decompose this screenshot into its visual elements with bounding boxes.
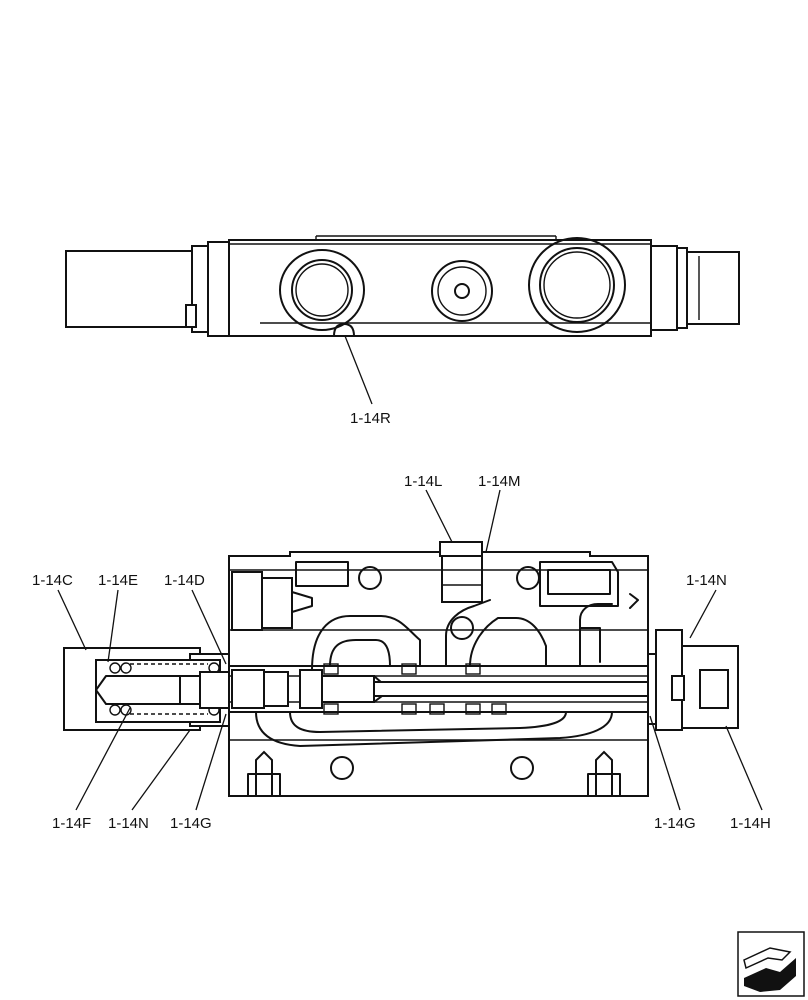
leader-lines [57, 489, 763, 811]
label-1-14n-right: 1-14N [686, 572, 727, 589]
label-1-14g-right: 1-14G [654, 815, 696, 832]
label-1-14h: 1-14H [730, 815, 771, 832]
label-1-14r: 1-14R [350, 410, 391, 427]
label-1-14c: 1-14C [32, 572, 73, 589]
label-1-14n-bottom: 1-14N [108, 815, 149, 832]
label-1-14l: 1-14L [404, 473, 442, 490]
label-1-14g-left: 1-14G [170, 815, 212, 832]
valve-top-view [65, 235, 740, 405]
next-page-arrow-icon[interactable] [737, 931, 805, 997]
valve-section-view [63, 541, 739, 797]
label-1-14d: 1-14D [164, 572, 205, 589]
label-1-14f: 1-14F [52, 815, 91, 832]
label-1-14m: 1-14M [478, 473, 521, 490]
label-1-14e: 1-14E [98, 572, 138, 589]
